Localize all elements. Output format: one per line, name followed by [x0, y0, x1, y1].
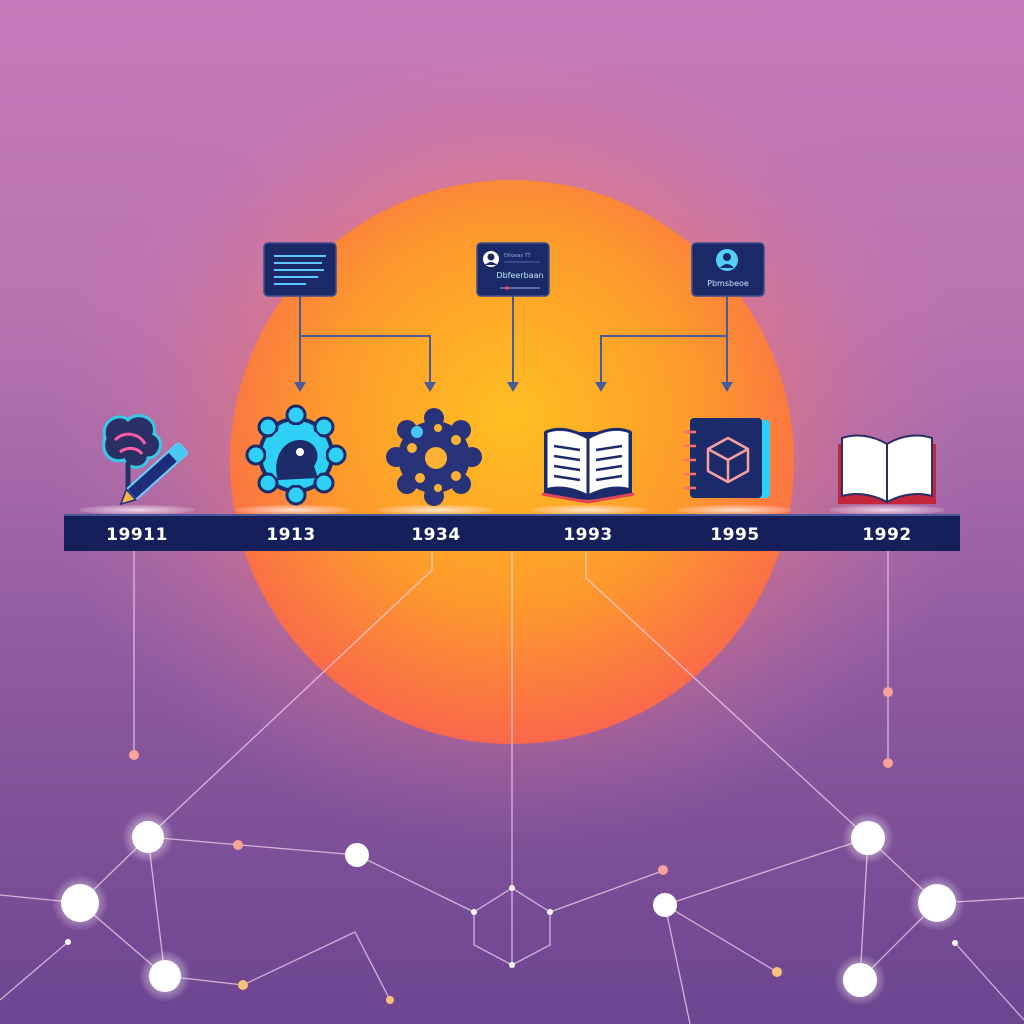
network-node-small: [883, 687, 893, 697]
info-card-1: [263, 242, 337, 297]
network-node-small: [952, 940, 958, 946]
neural-network-gear-icon: [386, 408, 482, 506]
card-connectors: [299, 296, 728, 386]
year-label: 1913: [266, 525, 315, 545]
card-2-label: Dbfeerbaan: [496, 271, 543, 280]
ai-brain-gear-icon: [245, 404, 347, 506]
info-card-3: Pbmsbeoe: [691, 242, 765, 297]
network-node: [547, 909, 553, 915]
network-node: [843, 963, 877, 997]
cube-notebook-icon: [684, 418, 770, 498]
red-book-icon: [838, 434, 936, 504]
network-node-small: [65, 939, 71, 945]
network-nodes: [52, 687, 965, 1006]
profile-avatar-icon: [483, 251, 499, 267]
network-node-small: [238, 980, 248, 990]
card-2-top-label: Dtioeas TT: [504, 253, 532, 259]
network-node: [149, 960, 181, 992]
info-card-2: Dtioeas TT Dbfeerbaan: [476, 242, 550, 297]
network-node: [132, 821, 164, 853]
year-label: 1992: [862, 525, 911, 545]
network-node-small: [883, 758, 893, 768]
network-node-small: [233, 840, 243, 850]
network-node-small: [129, 750, 139, 760]
year-label: 1995: [710, 525, 759, 545]
user-avatar-icon: [716, 249, 738, 271]
timeline-bar: [64, 514, 960, 551]
brain-pencil-icon: [102, 414, 188, 506]
network-node: [851, 821, 885, 855]
text-lines-icon: [274, 255, 326, 285]
network-node-small: [386, 996, 394, 1004]
network-node: [653, 893, 677, 917]
network-node: [509, 885, 515, 891]
year-label: 1993: [563, 525, 612, 545]
network-node: [471, 909, 477, 915]
network-node: [509, 962, 515, 968]
open-book-icon: [541, 428, 635, 504]
year-label: 1934: [411, 525, 460, 545]
card-3-label: Pbmsbeoe: [707, 279, 749, 288]
network-node: [61, 884, 99, 922]
network-node: [345, 843, 369, 867]
network-node-small: [658, 865, 668, 875]
network-node-small: [772, 967, 782, 977]
icon-pedestals: [79, 505, 945, 515]
year-label: 19911: [106, 525, 168, 545]
connector-arrows: [294, 382, 733, 392]
sun: [230, 180, 794, 744]
network-node: [918, 884, 956, 922]
